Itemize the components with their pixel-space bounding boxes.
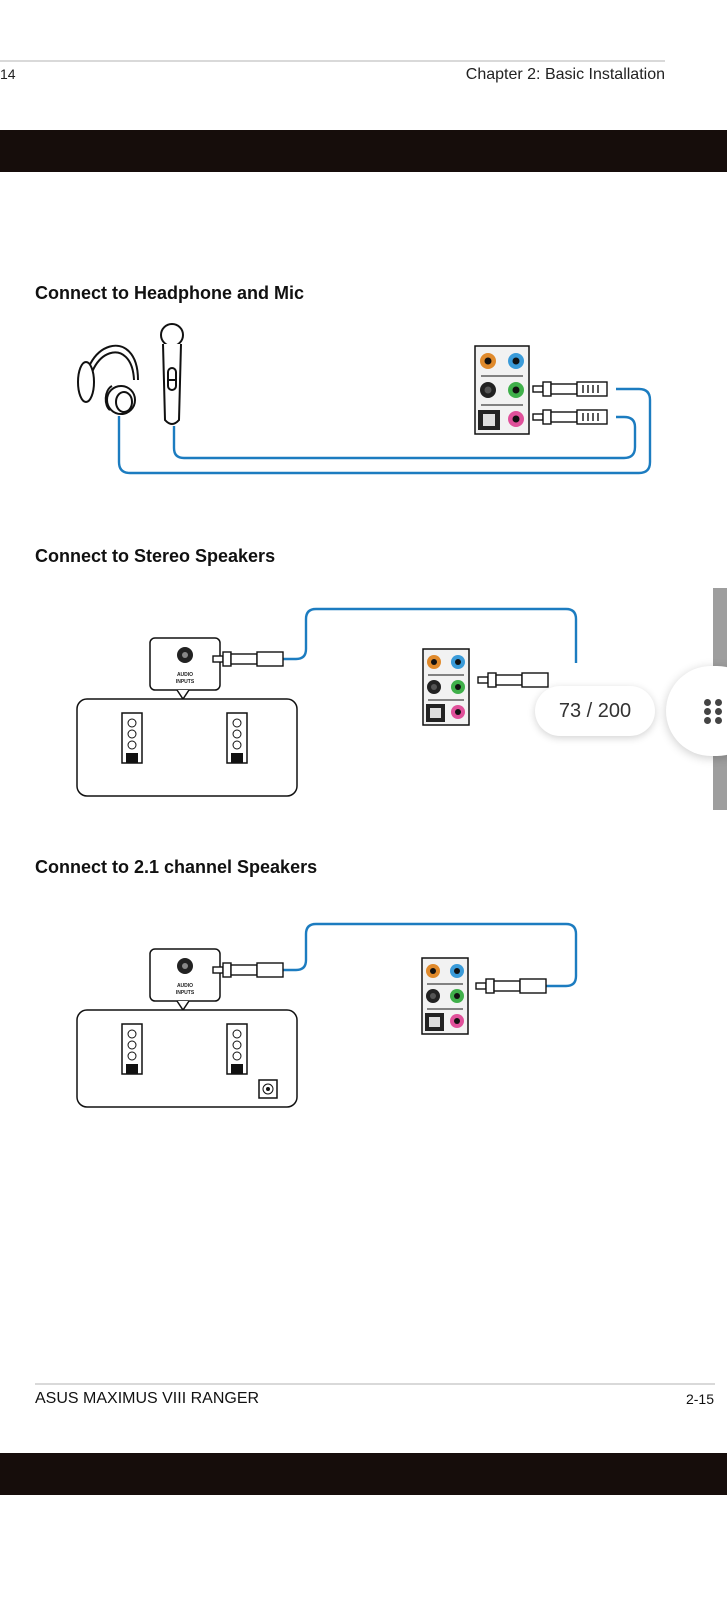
audio-cable: [283, 607, 578, 663]
stereo-speakers-diagram: AUDIO INPUTS: [76, 607, 578, 797]
header-divider: [0, 60, 665, 62]
section-heading-stereo-speakers: Connect to Stereo Speakers: [35, 546, 276, 566]
page-separator-bar: [0, 1453, 727, 1495]
audio-plug-icon: [212, 962, 284, 978]
audio-plug-icon: [532, 381, 608, 397]
footer-product-name: ASUS MAXIMUS VIII RANGER: [35, 1390, 260, 1407]
subwoofer-icon: [258, 1079, 278, 1099]
audio-input-box: AUDIO INPUTS: [149, 948, 221, 1012]
audio-io-panel: [421, 957, 469, 1035]
speaker-group: [76, 698, 298, 797]
page-indicator: 73 / 200: [535, 686, 655, 736]
previous-page-number: 14: [0, 66, 16, 82]
footer-page-number: 2-15: [685, 1391, 714, 1407]
audio-input-box: AUDIO INPUTS: [149, 637, 221, 701]
audio-cable: [283, 922, 578, 988]
audio-plug-icon: [212, 651, 284, 667]
audio-io-panel: [474, 345, 530, 435]
speaker-left-icon: [121, 712, 143, 764]
headphone-mic-diagram: [77, 323, 652, 475]
speaker-right-icon: [226, 1023, 248, 1075]
inputs-label: INPUTS: [176, 679, 195, 685]
chapter-title: Chapter 2: Basic Installation: [465, 66, 665, 83]
section-heading-headphone-mic: Connect to Headphone and Mic: [35, 283, 305, 303]
audio-plug-icon: [475, 978, 547, 994]
page-separator-bar: [0, 130, 727, 172]
footer-divider: [35, 1383, 715, 1385]
inputs-label: INPUTS: [176, 990, 195, 996]
audio-label: AUDIO: [177, 983, 193, 989]
headphone-icon: [77, 344, 139, 415]
section-heading-2-1-speakers: Connect to 2.1 channel Speakers: [35, 857, 318, 877]
speaker-right-icon: [226, 712, 248, 764]
audio-plug-icon: [532, 409, 608, 425]
audio-cable: [117, 387, 652, 475]
speaker-group: [76, 1009, 298, 1108]
two-one-speakers-diagram: AUDIO INPUTS: [76, 922, 578, 1108]
audio-io-panel: [422, 648, 470, 726]
audio-label: AUDIO: [177, 672, 193, 678]
audio-plug-icon: [477, 672, 549, 688]
microphone-icon: [160, 323, 184, 425]
speaker-left-icon: [121, 1023, 143, 1075]
